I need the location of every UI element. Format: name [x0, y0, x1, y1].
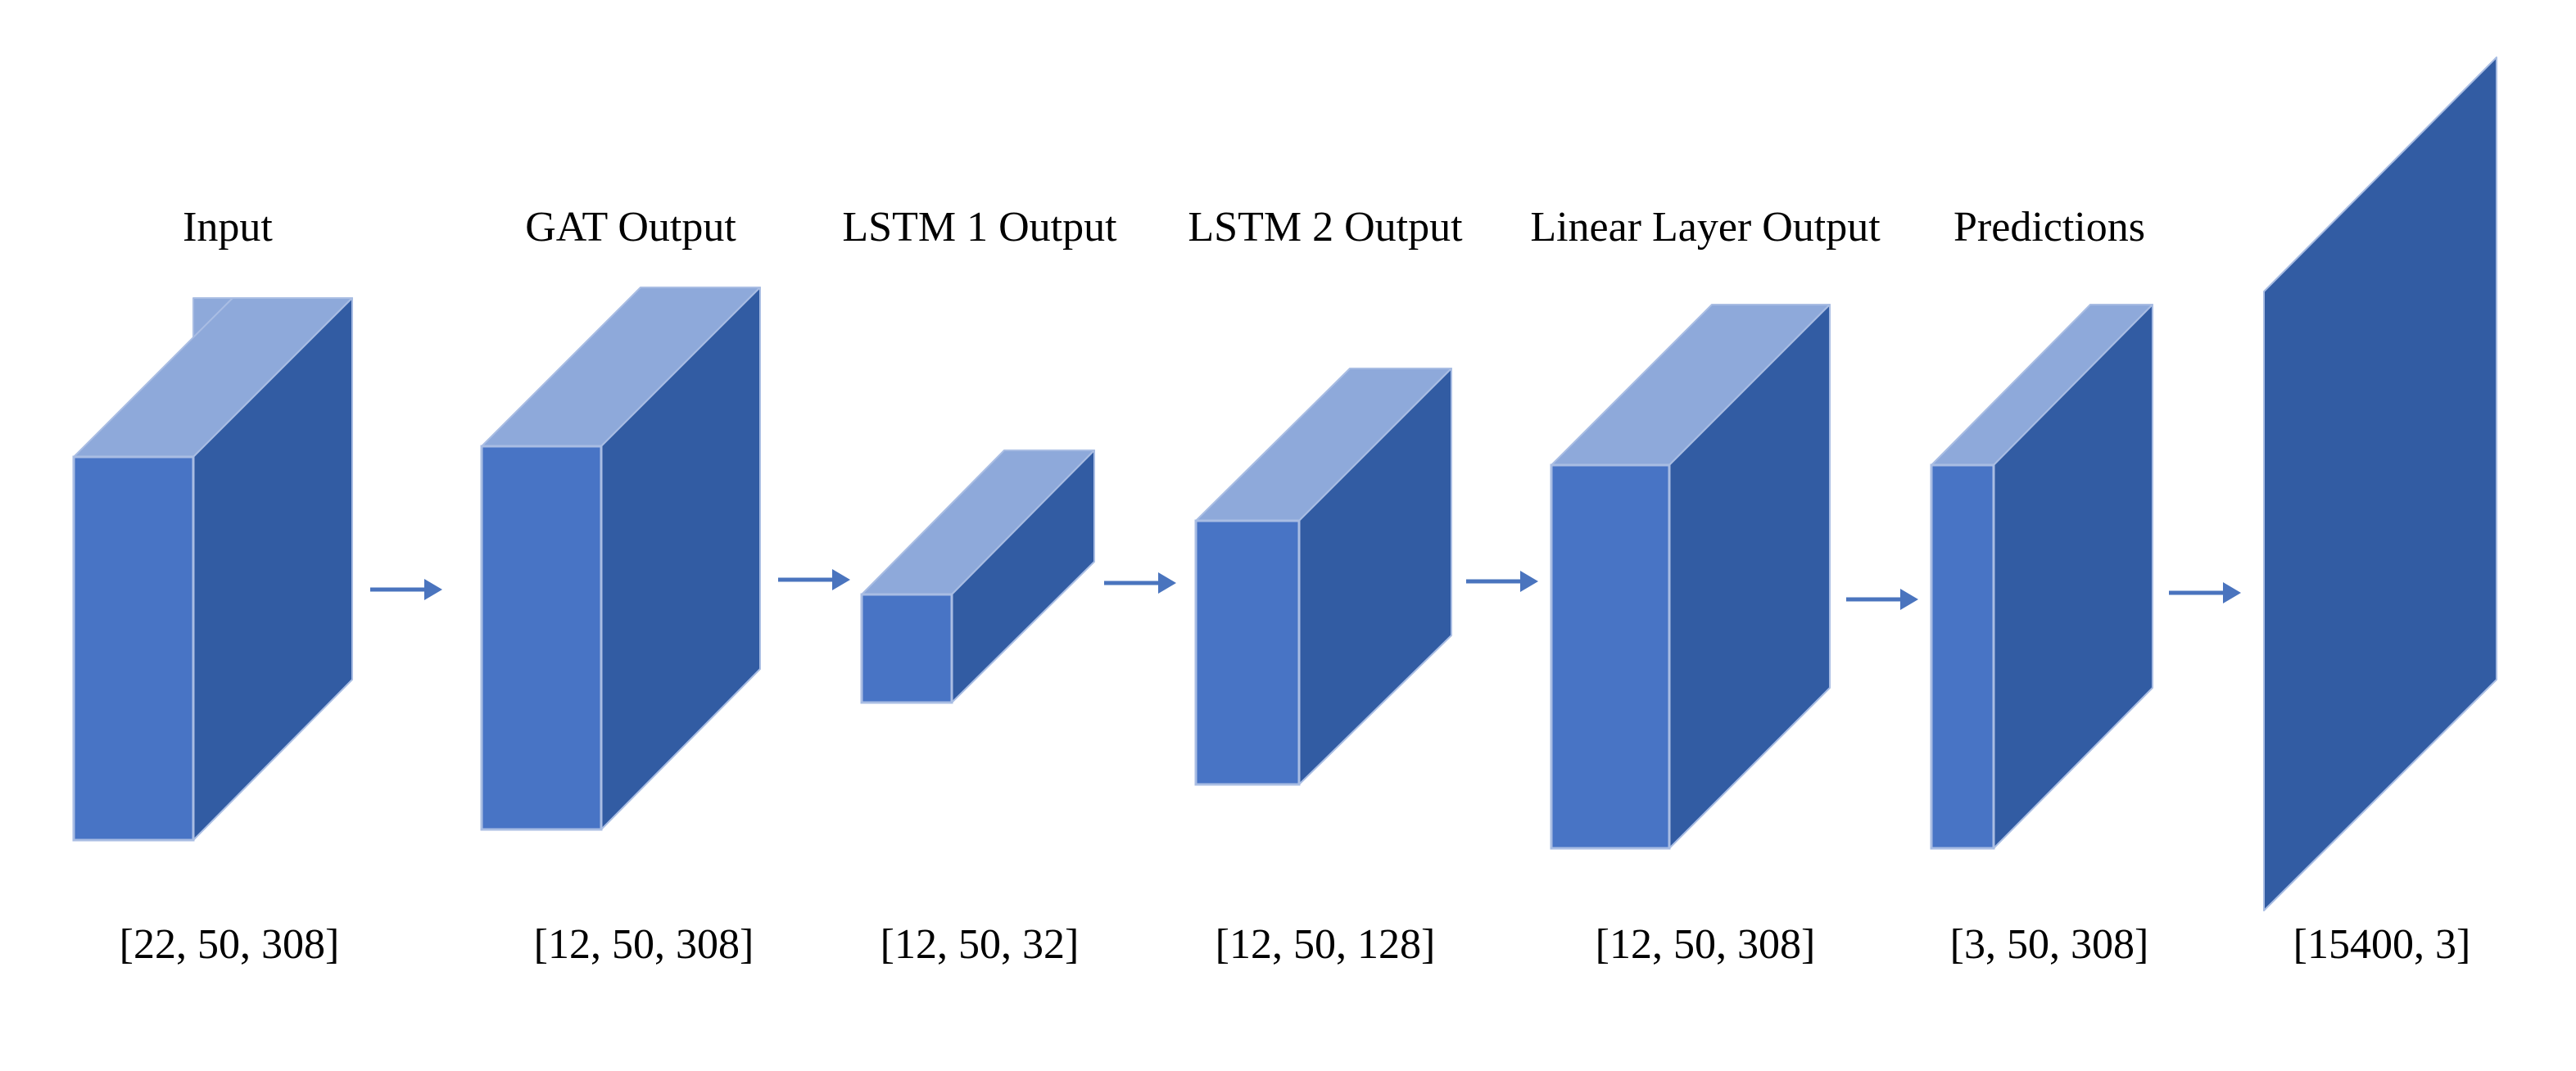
layer-shape-lstm2: [12, 50, 128] [1216, 921, 1436, 968]
layer-shape-gat: [12, 50, 308] [534, 921, 754, 968]
arrow [370, 579, 442, 600]
arrow-head [424, 579, 442, 600]
layer-title-gat: GAT Output [525, 204, 736, 251]
arrow [1846, 589, 1918, 610]
block-front-face [1550, 463, 1671, 850]
arrow [1104, 572, 1176, 594]
arrow-head [1520, 571, 1538, 592]
layer-block-lstm2 [1194, 368, 1452, 786]
layer-title-lstm2: LSTM 2 Output [1188, 204, 1463, 251]
layer-shape-linear: [12, 50, 308] [1596, 921, 1816, 968]
arrow [1466, 571, 1538, 592]
arrow-head [832, 569, 850, 590]
layer-shape-predictions: [3, 50, 308] [1950, 921, 2149, 968]
block-front-face [1194, 519, 1301, 786]
layer-shape-flat: [15400, 3] [2293, 921, 2471, 968]
block-front-face [1930, 463, 1995, 850]
arrow [778, 569, 850, 590]
layer-shape-input: [22, 50, 308] [120, 921, 340, 968]
layer-block-predictions [1930, 304, 2153, 850]
arrow [2169, 582, 2241, 603]
layer-shape-lstm1: [12, 50, 32] [881, 921, 1080, 968]
arrow-head [1158, 572, 1176, 594]
layer-block-linear [1550, 304, 1831, 850]
layer-block-gat [480, 287, 761, 831]
arrow-head [2223, 582, 2241, 603]
layer-title-input: Input [183, 204, 273, 251]
block-front-face [860, 593, 953, 704]
layer-block-lstm1 [860, 450, 1095, 704]
layer-title-linear: Linear Layer Output [1530, 204, 1881, 251]
layer-block-flat [2263, 56, 2497, 911]
layer-title-predictions: Predictions [1954, 204, 2145, 251]
layer-block-input [72, 297, 353, 842]
arrow-head [1900, 589, 1918, 610]
layer-title-lstm1: LSTM 1 Output [842, 204, 1117, 251]
block-front-face [480, 445, 603, 831]
block-front-face [72, 455, 195, 842]
